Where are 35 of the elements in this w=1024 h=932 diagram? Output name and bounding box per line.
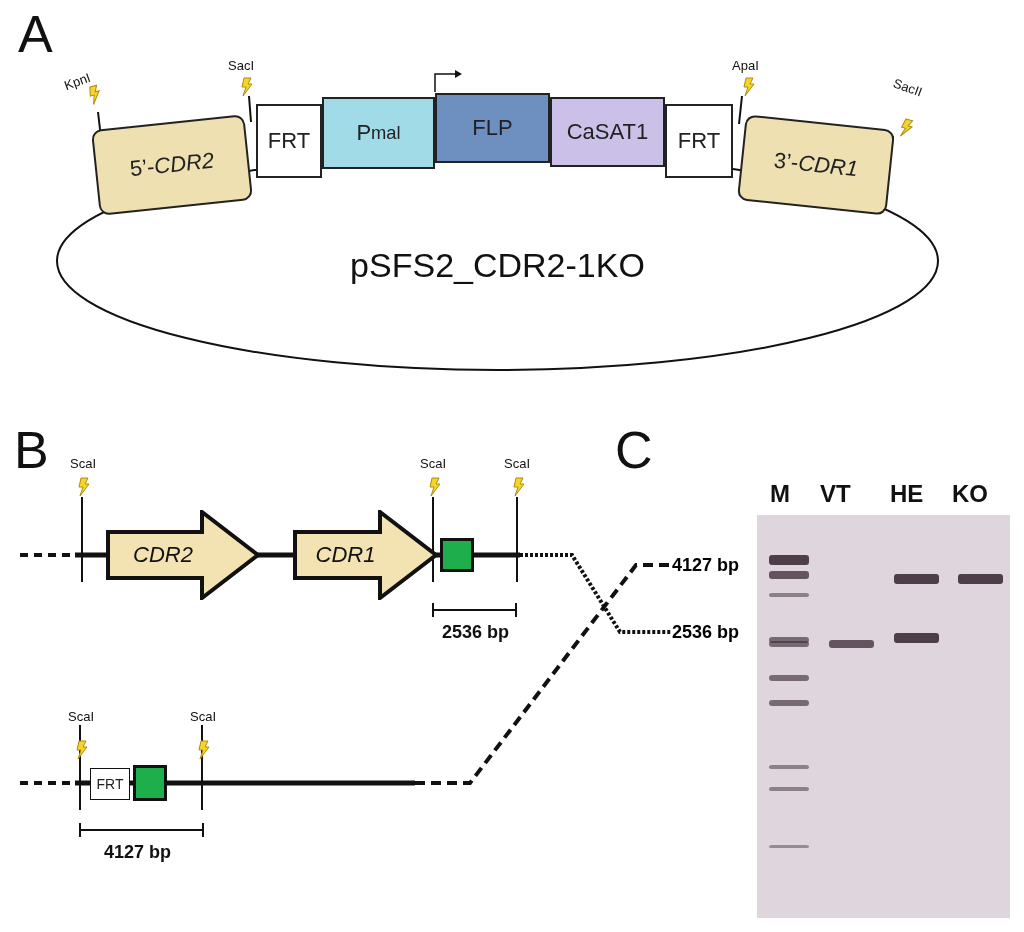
lane-label: KO: [952, 480, 988, 508]
enzyme-label: SacII: [891, 75, 925, 100]
enzyme-label: ApaI: [732, 58, 759, 73]
plasmid-segment: FLP: [435, 93, 550, 163]
enzyme-label: ScaI: [70, 456, 96, 471]
connector-line: [415, 563, 672, 785]
gene-name: CDR2: [132, 542, 194, 568]
marker-box: [440, 538, 474, 572]
enzyme-label: ScaI: [68, 709, 94, 724]
gel-photo: [757, 515, 1010, 918]
enzyme-label: SacI: [228, 58, 254, 73]
marker-box: [133, 765, 167, 801]
enzyme-label: ScaI: [190, 709, 216, 724]
connector-line: [520, 553, 672, 634]
size-label: 4127 bp: [104, 842, 172, 863]
plasmid-name: pSFS2_CDR2-1KO: [349, 246, 646, 285]
enzyme-label: KpnI: [62, 69, 93, 94]
plasmid-segment: FRT: [256, 104, 322, 178]
lane-label: HE: [890, 480, 924, 508]
plasmid-segment: 3’-CDR1: [736, 114, 896, 216]
enzyme-label: ScaI: [504, 456, 530, 471]
panel-letter: B: [14, 420, 49, 480]
lane-label: M: [770, 480, 790, 508]
frt-box: FRT: [90, 768, 130, 800]
lane-label: VT: [820, 480, 851, 508]
enzyme-label: ScaI: [420, 456, 446, 471]
size-label: 2536 bp: [442, 622, 510, 643]
panel-letter: C: [615, 420, 653, 480]
band-size-label: 4127 bp: [672, 553, 752, 577]
gene-name: CDR1: [314, 542, 377, 568]
band-size-label: 2536 bp: [672, 620, 752, 644]
plasmid-segment: FRT: [665, 104, 733, 178]
plasmid-segment: 5’-CDR2: [90, 114, 254, 216]
panel-letter: A: [18, 4, 53, 64]
plasmid-segment: CaSAT1: [550, 97, 665, 167]
